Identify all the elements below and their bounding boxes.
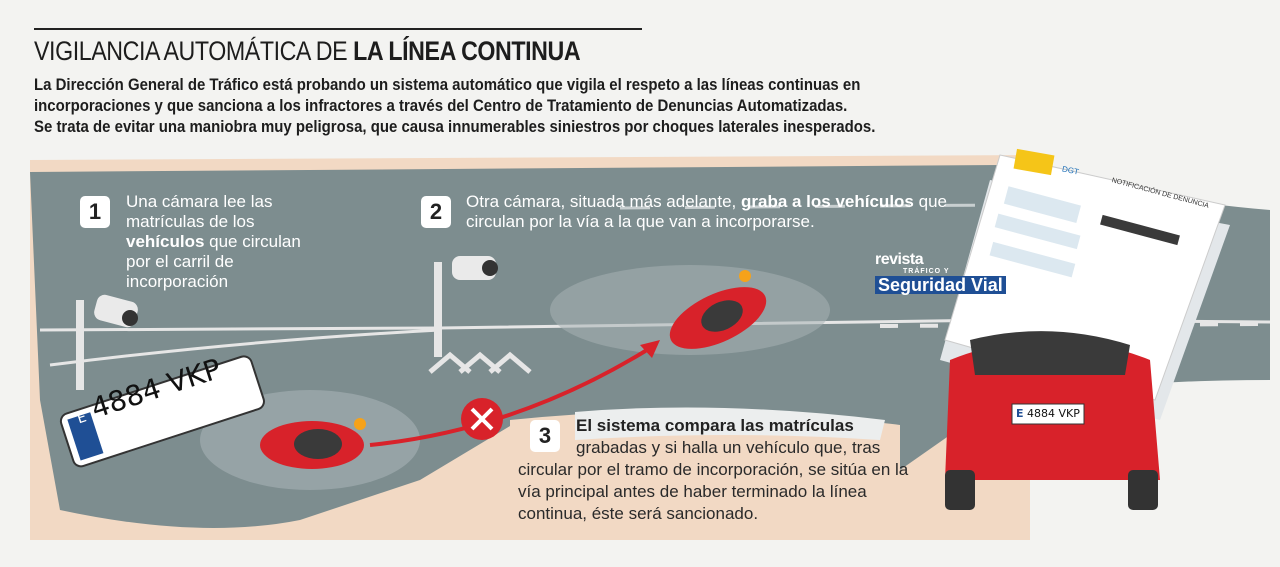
license-plate-small-text: E 4884 VKP	[1016, 407, 1080, 420]
title-light: VIGILANCIA AUTOMÁTICA DE	[34, 36, 354, 66]
brand-logo: revista TRÁFICO Y Seguridad Vial	[875, 252, 1006, 295]
forbidden-x-icon	[461, 398, 503, 440]
intro-line: La Dirección General de Tráfico está pro…	[34, 75, 861, 94]
step-3-text: El sistema compara las matrículas grabad…	[518, 415, 913, 525]
step-text: Otra cámara, situada más adelante,	[466, 192, 741, 211]
title-rule	[34, 28, 642, 30]
step-text: que circulan por la vía a la que van a i…	[466, 192, 947, 231]
step-text-bold: graba a los vehículos	[740, 192, 914, 211]
camera-icon	[76, 294, 138, 390]
step3-highlight	[575, 407, 885, 440]
arrow-head	[640, 340, 660, 358]
license-plate-large	[59, 355, 265, 468]
brand-line3: Seguridad Vial	[875, 276, 1006, 294]
step-number-2: 2	[421, 196, 451, 228]
step-number-3: 3	[530, 420, 560, 452]
step-1-text: Una cámara lee las matrículas de los veh…	[126, 192, 301, 292]
spain-flag-icon	[1013, 148, 1055, 176]
title-bold: LA LÍNEA CONTINUA	[353, 36, 581, 66]
step-number-1: 1	[80, 196, 110, 228]
plate-country: E	[1016, 407, 1024, 420]
brand-line1: revista	[875, 251, 924, 268]
intro-line: Se trata de evitar una maniobra muy peli…	[34, 117, 876, 136]
car-icon	[669, 270, 767, 349]
intro-line: incorporaciones y que sanciona a los inf…	[34, 96, 848, 115]
step-text-bold: El sistema compara las matrículas	[576, 416, 854, 435]
step-2-text: Otra cámara, situada más adelante, graba…	[466, 192, 956, 232]
step-text: que circulan por el carril de incorporac…	[126, 232, 301, 291]
brand-line2: TRÁFICO Y	[903, 268, 950, 275]
arrow-icon	[369, 343, 657, 447]
plate-number: 4884 VKP	[1027, 407, 1080, 420]
car-icon	[260, 418, 366, 469]
step-text: grabadas y si halla un vehículo que, tra…	[518, 438, 909, 523]
step3-background	[510, 411, 900, 525]
page-title: VIGILANCIA AUTOMÁTICA DE LA LÍNEA CONTIN…	[34, 36, 581, 67]
step-text-bold: vehículos	[126, 232, 205, 251]
camera-icon	[434, 256, 498, 357]
chevron-markings	[428, 351, 532, 374]
lane-line	[49, 328, 441, 367]
intro-text: La Dirección General de Tráfico está pro…	[34, 74, 1090, 137]
car-rear-icon	[945, 331, 1160, 510]
step-text: Una cámara lee las matrículas de los	[126, 192, 273, 231]
